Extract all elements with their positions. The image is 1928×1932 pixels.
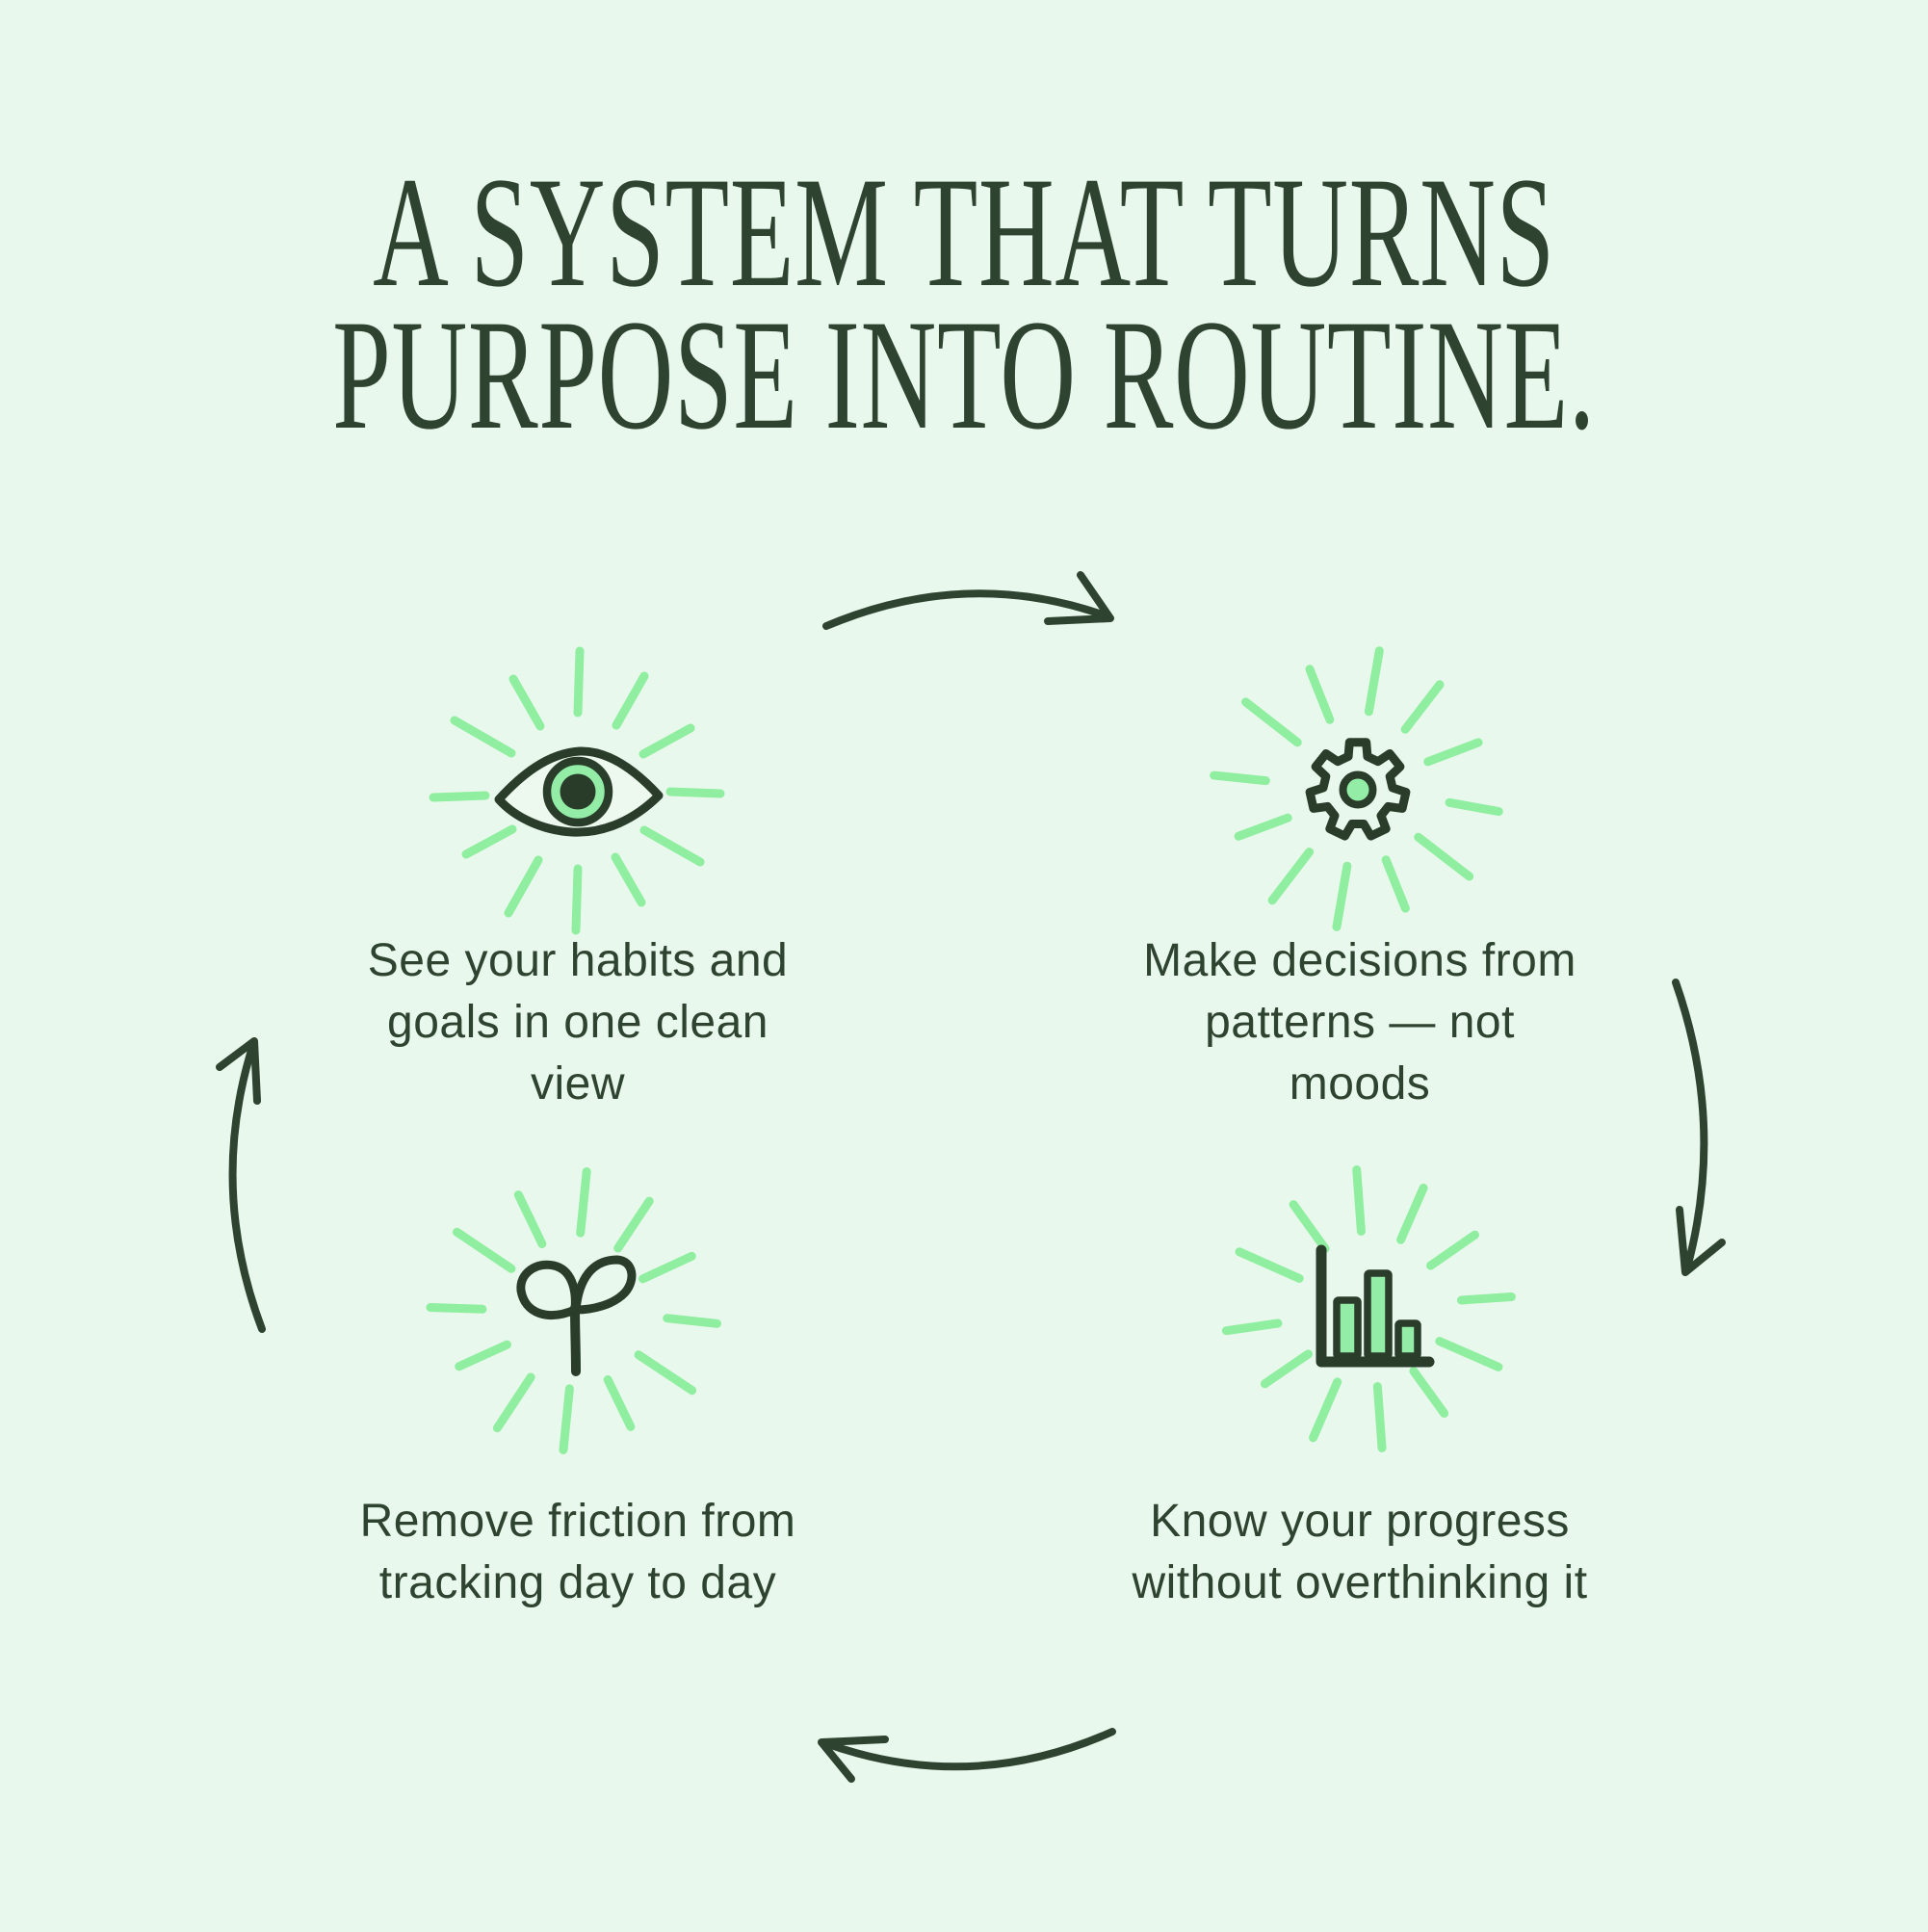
caption-line: goals in one clean	[387, 997, 769, 1048]
caption-line: tracking day to day	[378, 1557, 777, 1608]
gear-icon	[1204, 636, 1512, 944]
caption-line: See your habits and	[367, 935, 789, 986]
page-title: A SYSTEM THAT TURNS PURPOSE INTO ROUTINE…	[0, 145, 1928, 462]
rays	[426, 1166, 721, 1455]
rays	[429, 646, 725, 935]
rays	[1221, 1165, 1516, 1452]
arrow-top-icon	[822, 571, 1114, 630]
bar-chart-icon	[1215, 1156, 1524, 1464]
caption-line: view	[530, 1058, 626, 1110]
caption-line: Remove friction from	[359, 1496, 796, 1547]
sprout-icon	[421, 1158, 729, 1466]
page-title-line-2: PURPOSE INTO ROUTINE.	[332, 288, 1596, 462]
caption-line: Know your progress	[1150, 1496, 1570, 1547]
rays	[1210, 646, 1503, 931]
arrow-bottom-icon	[818, 1728, 1116, 1783]
arrow-left-icon	[216, 1037, 266, 1333]
caption-see-habits: See your habits and goals in one clean v…	[308, 930, 847, 1115]
caption-line: patterns — not	[1205, 997, 1515, 1048]
caption-line: moods	[1289, 1058, 1431, 1110]
arrow-right-icon	[1672, 979, 1726, 1276]
caption-line: Make decisions from	[1143, 935, 1576, 986]
page-title-line-1: A SYSTEM THAT TURNS	[373, 145, 1555, 320]
caption-line: without overthinking it	[1132, 1557, 1588, 1608]
eye-icon	[424, 638, 732, 946]
caption-know-progress: Know your progress without overthinking …	[1090, 1491, 1629, 1614]
caption-make-decisions: Make decisions from patterns — not moods	[1090, 930, 1629, 1115]
caption-remove-friction: Remove friction from tracking day to day	[308, 1491, 847, 1614]
